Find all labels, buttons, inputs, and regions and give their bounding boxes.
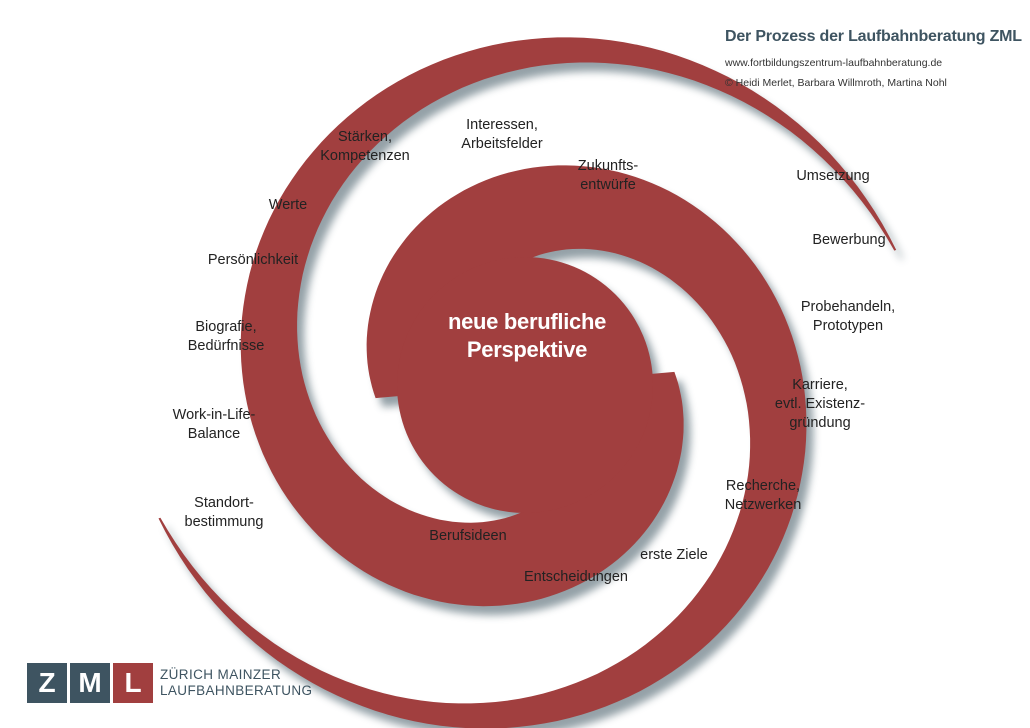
label-staerken-line-2: Kompetenzen — [320, 148, 410, 164]
label-entscheidungen-line-1: Entscheidungen — [524, 569, 628, 585]
label-zukunft-line-2: entwürfe — [580, 177, 636, 193]
label-worklife: Work-in-Life- Balance — [173, 406, 256, 444]
spiral-core — [397, 257, 653, 513]
label-biografie: Biografie, Bedürfnisse — [188, 318, 265, 356]
label-staerken-line-1: Stärken, — [337, 129, 392, 145]
logo-letter-z: Z — [27, 663, 67, 703]
label-bewerbung: Bewerbung — [812, 231, 885, 250]
logo-wordmark: ZÜRICH MAINZER LAUFBAHNBERATUNG — [160, 667, 312, 699]
label-persoenlichkeit: Persönlichkeit — [208, 251, 298, 270]
label-standort-line-2: bestimmung — [184, 514, 264, 530]
label-bewerbung-line-1: Bewerbung — [812, 232, 886, 248]
label-biografie-line-1: Biografie, — [195, 319, 257, 335]
center-line-2: Perspektive — [466, 337, 588, 362]
label-probehandeln-line-2: Prototypen — [812, 318, 884, 334]
label-standort: Standort- bestimmung — [185, 494, 264, 532]
label-zukunft-line-1: Zukunfts- — [577, 158, 639, 174]
label-werte-line-1: Werte — [268, 197, 308, 213]
label-umsetzung-line-1: Umsetzung — [796, 168, 870, 184]
label-standort-line-1: Standort- — [194, 495, 254, 511]
spiral-arms — [158, 37, 897, 728]
label-probehandeln-line-1: Probehandeln, — [800, 299, 896, 315]
diagram-title: Der Prozess der Laufbahnberatung ZML — [725, 28, 1022, 45]
label-karriere: Karriere, evtl. Existenz- gründung — [775, 376, 865, 433]
label-karriere-line-3: gründung — [789, 415, 851, 431]
label-berufsideen: Berufsideen — [429, 527, 506, 546]
label-worklife-line-1: Work-in-Life- — [172, 407, 256, 423]
copyright-note: © Heidi Merlet, Barbara Willmroth, Marti… — [725, 77, 947, 89]
label-entscheidungen: Entscheidungen — [524, 568, 628, 587]
logo-letter-m: M — [70, 663, 110, 703]
label-probehandeln: Probehandeln, Prototypen — [801, 298, 895, 336]
logo-wordmark-line-1: ZÜRICH MAINZER — [160, 667, 282, 682]
label-worklife-line-2: Balance — [187, 426, 241, 442]
label-biografie-line-2: Bedürfnisse — [187, 338, 265, 354]
label-interessen-line-2: Arbeitsfelder — [461, 136, 543, 152]
logo-letter-l: L — [113, 663, 153, 703]
logo-wordmark-line-2: LAUFBAHNBERATUNG — [160, 683, 313, 698]
label-zukunft: Zukunfts- entwürfe — [578, 157, 638, 195]
label-ziele: erste Ziele — [640, 546, 708, 565]
label-karriere-line-1: Karriere, — [792, 377, 848, 393]
label-karriere-line-2: evtl. Existenz- — [774, 396, 866, 412]
label-persoenlichkeit-line-1: Persönlichkeit — [207, 252, 299, 268]
label-recherche-line-1: Recherche, — [725, 478, 801, 494]
label-umsetzung: Umsetzung — [796, 167, 869, 186]
website-url: www.fortbildungszentrum-laufbahnberatung… — [725, 57, 943, 69]
label-recherche: Recherche, Netzwerken — [725, 477, 802, 515]
label-staerken: Stärken, Kompetenzen — [320, 128, 409, 166]
center-line-1: neue berufliche — [447, 309, 607, 334]
label-interessen: Interessen, Arbeitsfelder — [461, 116, 542, 154]
label-recherche-line-2: Netzwerken — [724, 497, 802, 513]
label-ziele-line-1: erste Ziele — [640, 547, 708, 563]
label-werte: Werte — [269, 196, 307, 215]
center-perspective: neue berufliche Perspektive — [448, 308, 606, 364]
label-interessen-line-1: Interessen, — [466, 117, 538, 133]
zml-logo: Z M L — [27, 663, 156, 703]
label-berufsideen-line-1: Berufsideen — [429, 528, 507, 544]
